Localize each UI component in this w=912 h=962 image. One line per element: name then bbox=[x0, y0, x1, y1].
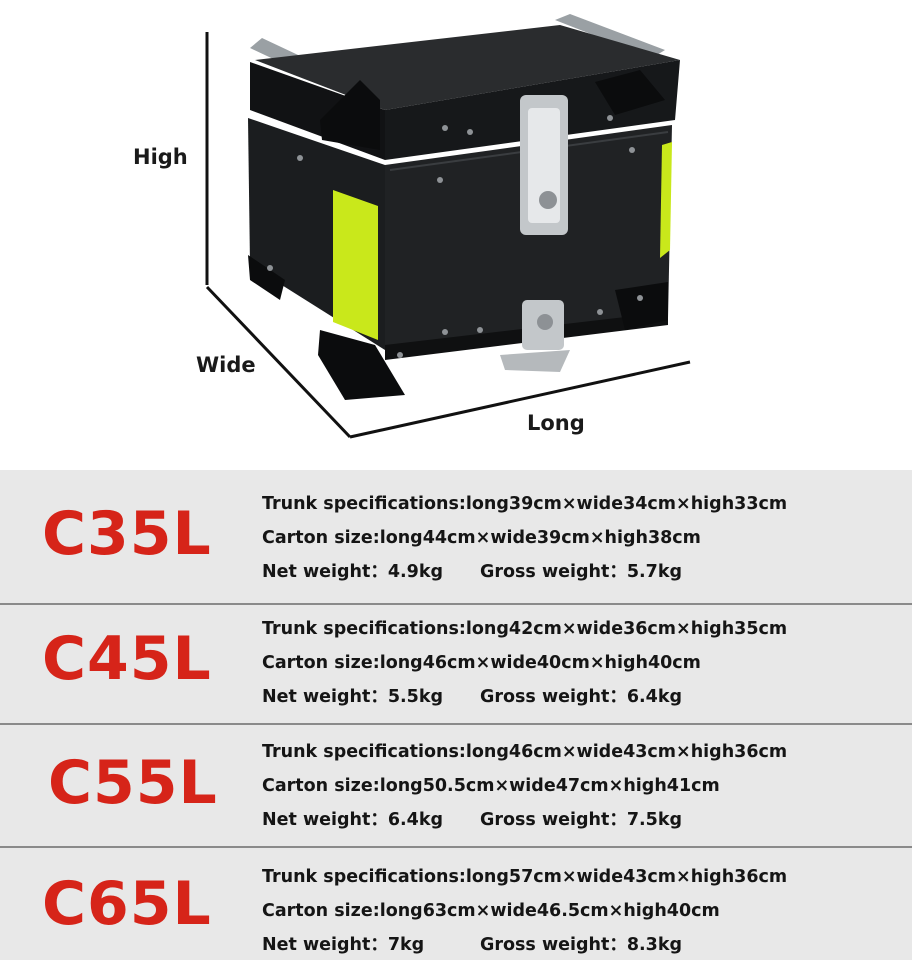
spec-details: Trunk specifications:long46cm×wide43cm×h… bbox=[262, 735, 787, 837]
weights: Net weight：4.9kg Gross weight：5.7kg bbox=[262, 555, 787, 589]
weights: Net weight：7kg Gross weight：8.3kg bbox=[262, 928, 787, 962]
spec-details: Trunk specifications:long42cm×wide36cm×h… bbox=[262, 612, 787, 714]
reflector-right bbox=[660, 142, 672, 258]
model-name: C35L bbox=[42, 499, 212, 569]
wide-label: Wide bbox=[196, 353, 256, 377]
net-weight: Net weight：5.5kg bbox=[262, 687, 444, 707]
net-weight: Net weight：6.4kg bbox=[262, 810, 444, 830]
lock-cylinder-bottom bbox=[537, 314, 553, 330]
reflector-left bbox=[333, 190, 378, 340]
weights: Net weight：5.5kg Gross weight：6.4kg bbox=[262, 680, 787, 714]
model-name: C65L bbox=[42, 869, 212, 939]
carton-size: Carton size:long50.5cm×wide47cm×high41cm bbox=[262, 776, 720, 796]
product-hero: High Wide Long bbox=[0, 0, 912, 470]
net-weight: Net weight：4.9kg bbox=[262, 562, 444, 582]
long-label: Long bbox=[527, 411, 585, 435]
body-front bbox=[385, 125, 672, 350]
spec-row-c35l: C35L Trunk specifications:long39cm×wide3… bbox=[0, 470, 912, 603]
spec-details: Trunk specifications:long57cm×wide43cm×h… bbox=[262, 860, 787, 962]
model-name: C55L bbox=[48, 748, 218, 818]
corner-cap-right bbox=[595, 70, 665, 115]
bottom-corner-right bbox=[615, 282, 668, 330]
net-weight: Net weight：7kg bbox=[262, 935, 425, 955]
model-name: C45L bbox=[42, 624, 212, 694]
carton-size: Carton size:long46cm×wide40cm×high40cm bbox=[262, 653, 701, 673]
right-rail bbox=[555, 14, 665, 58]
spec-table: C35L Trunk specifications:long39cm×wide3… bbox=[0, 470, 912, 960]
bottom-corner-back bbox=[248, 255, 285, 300]
lock-cylinder-top bbox=[539, 191, 557, 209]
rivets bbox=[267, 115, 643, 358]
trunk-spec: Trunk specifications:long57cm×wide43cm×h… bbox=[262, 867, 788, 887]
bottom-corner-left bbox=[318, 330, 405, 400]
spec-details: Trunk specifications:long39cm×wide34cm×h… bbox=[262, 487, 787, 589]
gross-weight: Gross weight：7.5kg bbox=[480, 810, 682, 830]
gross-weight: Gross weight：8.3kg bbox=[480, 935, 682, 955]
trunk-spec: Trunk specifications:long46cm×wide43cm×h… bbox=[262, 742, 788, 762]
length-dimension-line bbox=[349, 360, 691, 439]
latch-hook bbox=[500, 350, 570, 372]
spec-row-c55l: C55L Trunk specifications:long46cm×wide4… bbox=[0, 723, 912, 843]
top-case-illustration bbox=[205, 14, 691, 439]
corner-cap-left bbox=[320, 80, 380, 150]
gross-weight: Gross weight：5.7kg bbox=[480, 562, 682, 582]
carton-size: Carton size:long63cm×wide46.5cm×high40cm bbox=[262, 901, 720, 921]
trunk-spec: Trunk specifications:long39cm×wide34cm×h… bbox=[262, 494, 788, 514]
gross-weight: Gross weight：6.4kg bbox=[480, 687, 682, 707]
carton-size: Carton size:long44cm×wide39cm×high38cm bbox=[262, 528, 701, 548]
weights: Net weight：6.4kg Gross weight：7.5kg bbox=[262, 803, 787, 837]
trunk-spec: Trunk specifications:long42cm×wide36cm×h… bbox=[262, 619, 788, 639]
high-label: High bbox=[133, 145, 188, 169]
spec-row-c65l: C65L Trunk specifications:long57cm×wide4… bbox=[0, 846, 912, 960]
spec-row-c45l: C45L Trunk specifications:long42cm×wide3… bbox=[0, 603, 912, 723]
width-dimension-line bbox=[205, 285, 352, 439]
